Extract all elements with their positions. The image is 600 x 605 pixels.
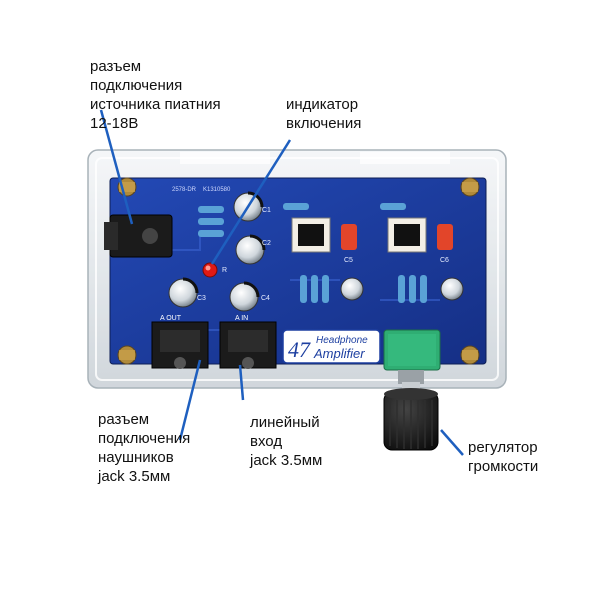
silkscreen-top-mid: K1310580 bbox=[203, 187, 231, 193]
opamp-chips bbox=[291, 217, 427, 253]
film-capacitors: C5 C6 bbox=[341, 224, 453, 264]
brand-line1: Headphone bbox=[316, 335, 368, 346]
indicator-led: R bbox=[202, 262, 227, 278]
brand-badge: 47 Headphone Amplifier bbox=[282, 329, 381, 364]
volume-knob bbox=[383, 388, 439, 451]
callout-power-indicator: индикатор включения bbox=[286, 96, 362, 132]
callout-line-volume bbox=[440, 429, 464, 456]
label-out: A OUT bbox=[160, 315, 182, 322]
label-c4: C4 bbox=[261, 295, 270, 302]
resistors bbox=[198, 203, 427, 303]
callout-headphone-jack: разъем подключения наушников jack 3.5мм bbox=[98, 411, 191, 485]
potentiometer bbox=[383, 329, 441, 394]
callout-line-indicator bbox=[210, 139, 292, 265]
callout-line-power-jack bbox=[99, 109, 134, 225]
label-c1: C1 bbox=[262, 207, 271, 214]
callout-lines bbox=[99, 109, 464, 456]
brand-number: 47 bbox=[288, 337, 311, 362]
label-c6: C6 bbox=[440, 257, 449, 264]
label-c2: C2 bbox=[262, 240, 271, 247]
brand-line2: Amplifier bbox=[313, 346, 365, 361]
label-c3: C3 bbox=[197, 295, 206, 302]
label-r: R bbox=[222, 267, 227, 274]
label-c5: C5 bbox=[344, 257, 353, 264]
callout-line-headphone bbox=[178, 359, 202, 441]
dc-power-jack bbox=[104, 214, 173, 258]
capacitors: C3 C4 C1 C2 bbox=[168, 191, 464, 312]
label-in: A IN bbox=[235, 315, 248, 322]
callout-line-input: линейный вход jack 3.5мм bbox=[250, 414, 323, 469]
callout-power-jack: разъем подключения источника пиатния 12-… bbox=[90, 58, 221, 132]
line-input-jack: A IN bbox=[219, 315, 277, 369]
callout-volume-knob: регулятор громкости bbox=[468, 439, 539, 475]
silkscreen-top-left: 2578-DR bbox=[172, 187, 197, 193]
callout-line-line-input bbox=[238, 364, 245, 401]
